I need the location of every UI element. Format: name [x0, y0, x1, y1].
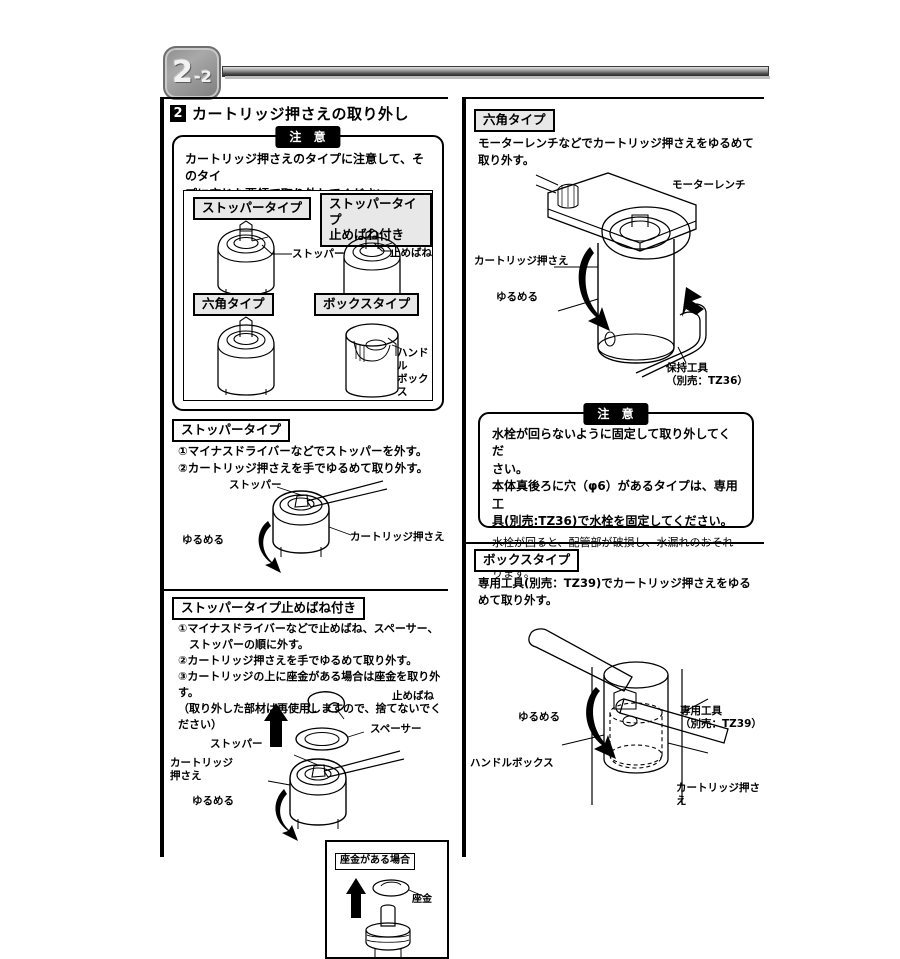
box-section-header: ボックスタイプ [474, 549, 580, 572]
box-section-figure [528, 628, 729, 805]
washer-inset-figure [346, 878, 424, 958]
type-stopper-callout: ストッパー [292, 248, 345, 260]
box-fig-callout-loosen: ゆるめる [518, 711, 560, 723]
spring-section-steps: ①マイナスドライバーなどで止めばね、スペーサー、 ストッパーの順に外す。 ②カー… [178, 622, 442, 731]
hex-fig-callout-holding-tool: 保持工具 （別売：TZ36） [666, 362, 748, 388]
stopper-fig-callout-holder: カートリッジ押さえ [350, 531, 445, 543]
manual-page: 2 -2 2 カートリッジ押さえの取り外し 注 意 カートリッジ押さえのタイプに… [160, 46, 770, 959]
spring-fig-callout-loosen: ゆるめる [192, 795, 234, 807]
section-number: 2 [170, 105, 186, 122]
washer-inset-header: 座金がある場合 [335, 848, 415, 870]
caution-hex-line4: 具(別売:TZ36)で水栓を固定してください。 [492, 513, 733, 528]
box-section-header-label: ボックスタイプ [474, 549, 580, 572]
page-number-minor: -2 [194, 67, 212, 86]
box-section-text: 専用工具(別売：TZ39)でカートリッジ押さえをゆる めて取り外す。 [478, 576, 751, 608]
type-stopper-leader [261, 244, 292, 255]
caution-box-hex: 注 意 水栓が回らないように固定して取り外してくだ さい。 本体真後ろに穴（φ6… [478, 403, 754, 580]
hex-fig-callout-holder: カートリッジ押さえ [474, 255, 569, 267]
caution-tag-hex: 注 意 [583, 403, 649, 425]
left-column-top-rule [164, 97, 448, 99]
stopper-section-bottom-rule [164, 589, 448, 591]
type-stopper-label: ストッパータイプ [193, 197, 312, 220]
type-stopper: ストッパータイプ [193, 197, 312, 220]
hex-section-header: 六角タイプ [474, 109, 555, 132]
frame-left-border [160, 97, 164, 857]
washer-inset-header-label: 座金がある場合 [335, 853, 415, 870]
stopper-section-header: ストッパータイプ [172, 419, 291, 442]
box-fig-callout-handlebox: ハンドルボックス [470, 757, 554, 769]
type-hex-label: 六角タイプ [193, 293, 274, 316]
spring-section-header-label: ストッパータイプ止めばね付き [172, 597, 366, 620]
header-rule [222, 66, 770, 79]
stopper-section-figure [258, 480, 388, 573]
stopper-section-header-label: ストッパータイプ [172, 419, 291, 442]
spring-fig-callout-spacer: スペーサー [370, 723, 422, 735]
section-title-text: カートリッジ押さえの取り外し [192, 105, 410, 123]
type-spring-leader [373, 242, 392, 252]
type-box: ボックスタイプ [314, 293, 420, 316]
spring-section-header: ストッパータイプ止めばね付き [172, 597, 366, 620]
right-column-top-rule [466, 97, 764, 99]
page-number-text: 2 -2 [172, 58, 212, 88]
type-box-leader [387, 337, 397, 356]
box-fig-callout-holder: カートリッジ押さえ [676, 782, 760, 808]
caution-box-main: 注 意 カートリッジ押さえのタイプに注意して、そのタイ プに応じた要領で取り外し… [172, 126, 444, 411]
spring-fig-callout-holder: カートリッジ 押さえ [170, 757, 233, 783]
type-box-figure [345, 323, 403, 398]
page-number-badge: 2 -2 [163, 46, 221, 100]
box-section-top-rule [466, 542, 764, 544]
caution-hex-line1: 水栓が回らないように固定して取り外してくだ [492, 427, 731, 459]
caution-hex-line2: さい。 [492, 461, 529, 476]
hex-fig-callout-loosen: ゆるめる [496, 291, 538, 303]
stopper-section-steps: ①マイナスドライバーなどでストッパーを外す。 ②カートリッジ押さえを手でゆるめて… [178, 444, 429, 476]
type-hex-figure [217, 316, 275, 396]
type-box-callout: ハンドル ボックス [397, 347, 429, 399]
content-frame: 2 カートリッジ押さえの取り外し 注 意 カートリッジ押さえのタイプに注意して、… [160, 97, 768, 959]
frame-center-divider [462, 97, 466, 857]
type-stopper-spring-callout: 止めばね [390, 247, 432, 259]
hex-section-figure [535, 172, 707, 378]
spring-fig-callout-spring: 止めばね [392, 690, 434, 702]
page-number-major: 2 [172, 55, 194, 90]
hex-fig-callout-wrench: モーターレンチ [672, 179, 746, 191]
washer-inset-callout: 座金 [412, 894, 432, 905]
spring-section-figure [264, 691, 405, 841]
stopper-fig-callout-stopper: ストッパー [229, 479, 282, 491]
types-panel: ストッパータイプ ストッパー ストッパータイプ 止めばね付き [183, 190, 433, 401]
type-hex: 六角タイプ [193, 293, 274, 316]
stopper-fig-callout-loosen: ゆるめる [182, 534, 224, 546]
box-fig-callout-tool: 専用工具 （別売：TZ39） [680, 705, 762, 731]
caution-hex-line3: 本体真後ろに穴（φ6）があるタイプは、専用工 [492, 479, 738, 511]
hex-section-text: モーターレンチなどでカートリッジ押さえをゆるめて 取り外す。 [478, 136, 754, 168]
type-box-label: ボックスタイプ [314, 293, 420, 316]
spring-fig-callout-stopper2: ストッパー [210, 738, 263, 750]
section-title: 2 カートリッジ押さえの取り外し [170, 103, 409, 124]
caution-tag-main: 注 意 [275, 126, 341, 148]
hex-section-header-label: 六角タイプ [474, 109, 555, 132]
